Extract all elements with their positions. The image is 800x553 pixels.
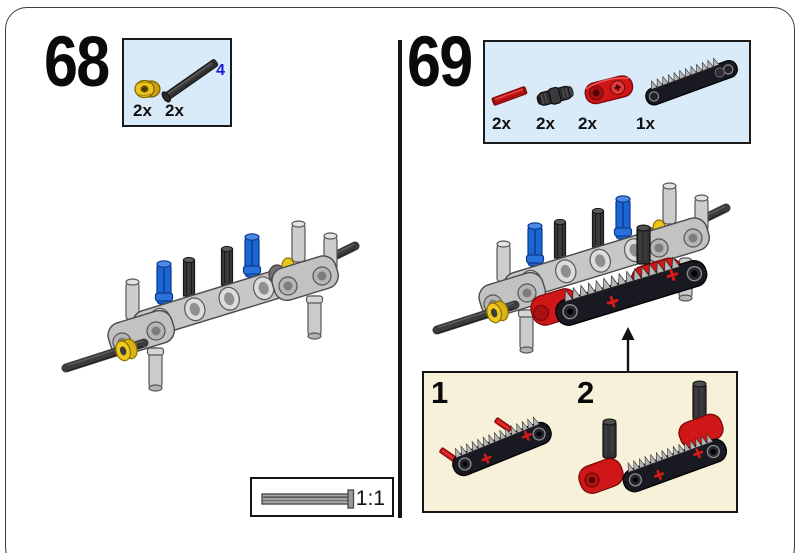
gray-pin-up-left xyxy=(496,240,511,283)
red-cross-block-left xyxy=(578,458,624,494)
assembly-68-illustration xyxy=(61,220,360,392)
step-69-parts-box: 2x 2x 2x xyxy=(483,40,751,144)
gray-pin-down-left xyxy=(146,347,165,392)
step-68-number: 68 xyxy=(44,23,110,102)
qty-label: 2x xyxy=(578,114,597,133)
cross-block-red-icon xyxy=(584,75,634,105)
qty-label: 2x xyxy=(165,101,184,120)
assembly-69-illustration xyxy=(432,182,731,354)
gear-rack-attached xyxy=(555,256,708,326)
cross-block-cluster-right xyxy=(271,255,339,302)
black-axle-1 xyxy=(553,218,567,259)
gear-rack-substep1 xyxy=(452,416,552,477)
black-axle-2 xyxy=(591,207,605,248)
qty-label: 2x xyxy=(133,101,152,120)
blue-pin-2 xyxy=(613,195,633,240)
axle-length-label: 4 xyxy=(216,62,225,79)
scale-label: 1:1 xyxy=(355,487,385,510)
black-axle-2 xyxy=(220,245,234,286)
gray-pin-down-left xyxy=(517,309,536,354)
step-divider-line xyxy=(398,40,402,518)
arrow-up-icon xyxy=(621,327,635,373)
substep-2-label: 2 xyxy=(577,375,595,410)
cross-block-cluster-right xyxy=(642,217,710,264)
dark-connector-right xyxy=(692,380,707,421)
axle-2-red-icon xyxy=(491,86,528,106)
substep-1-label: 1 xyxy=(431,375,449,410)
dark-connector-stub xyxy=(636,224,651,265)
step-68-parts-box: 2x 2x 4 xyxy=(122,38,232,127)
gear-rack-substep2 xyxy=(622,433,728,493)
dark-connector-left xyxy=(602,418,617,459)
scale-1-1-box: 1:1 xyxy=(250,477,394,517)
qty-label: 2x xyxy=(492,114,511,133)
axle-connector-dark-icon xyxy=(536,85,574,106)
bushing-half-yellow-icon xyxy=(134,79,161,99)
bushing-on-axle xyxy=(115,338,138,362)
blue-pin-1 xyxy=(525,222,545,267)
step-69-number: 69 xyxy=(407,23,473,102)
qty-label: 1x xyxy=(636,114,655,133)
bushing-on-axle xyxy=(486,300,509,324)
blue-pin-2 xyxy=(242,233,262,278)
red-axle-stub-1 xyxy=(494,417,513,433)
qty-label: 2x xyxy=(536,114,555,133)
substep-1-illustration xyxy=(439,416,552,477)
gray-pin-down-right xyxy=(305,295,324,340)
gear-rack-black-icon xyxy=(645,57,738,106)
axle-actual-size-icon xyxy=(261,489,355,509)
substep-2-illustration xyxy=(578,380,728,494)
black-axle-1 xyxy=(182,256,196,297)
axle-with-stop-icon xyxy=(161,59,219,103)
blue-pin-1 xyxy=(154,260,174,305)
